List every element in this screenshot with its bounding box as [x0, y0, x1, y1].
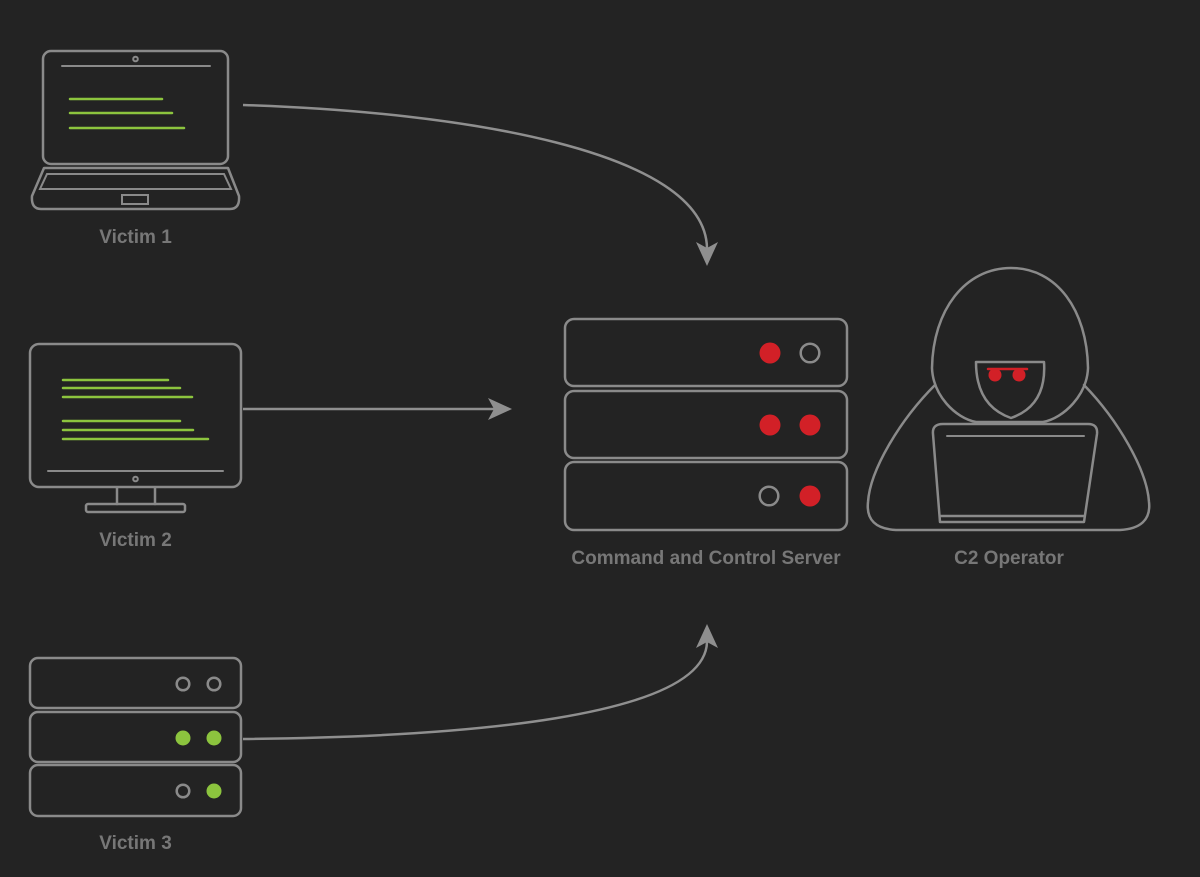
server-rack-icon — [563, 317, 849, 532]
node-victim-3: Victim 3 — [28, 656, 243, 854]
node-label: Victim 2 — [99, 530, 172, 551]
node-c2-server: Command and Control Server — [563, 317, 849, 569]
status-light — [799, 485, 821, 507]
edge-victim1-to-server — [242, 103, 718, 266]
arrowhead — [696, 242, 718, 266]
node-label: Victim 1 — [99, 227, 172, 248]
status-light — [206, 730, 222, 746]
node-label: Victim 3 — [99, 833, 172, 854]
eye — [1012, 368, 1026, 382]
node-c2-operator: C2 Operator — [866, 266, 1151, 569]
status-light — [175, 783, 191, 799]
edge-victim3-to-server — [242, 624, 718, 741]
laptop-icon — [30, 49, 241, 211]
status-light — [799, 414, 821, 436]
node-label: Command and Control Server — [571, 548, 841, 569]
monitor-icon — [28, 342, 243, 514]
node-label: C2 Operator — [954, 548, 1064, 569]
node-victim-2: Victim 2 — [28, 342, 243, 551]
server-rack-icon — [28, 656, 243, 818]
node-victim-1: Victim 1 — [30, 49, 241, 248]
arrowhead — [488, 398, 512, 420]
eye — [988, 368, 1002, 382]
arrowhead — [696, 624, 718, 648]
status-light — [206, 783, 222, 799]
status-light — [759, 414, 781, 436]
status-light — [758, 485, 780, 507]
status-light — [759, 342, 781, 364]
status-light — [206, 676, 222, 692]
status-light — [175, 676, 191, 692]
edge-victim2-to-server — [243, 398, 512, 420]
status-light — [175, 730, 191, 746]
status-light — [799, 342, 821, 364]
hooded-hacker-icon — [866, 266, 1151, 532]
